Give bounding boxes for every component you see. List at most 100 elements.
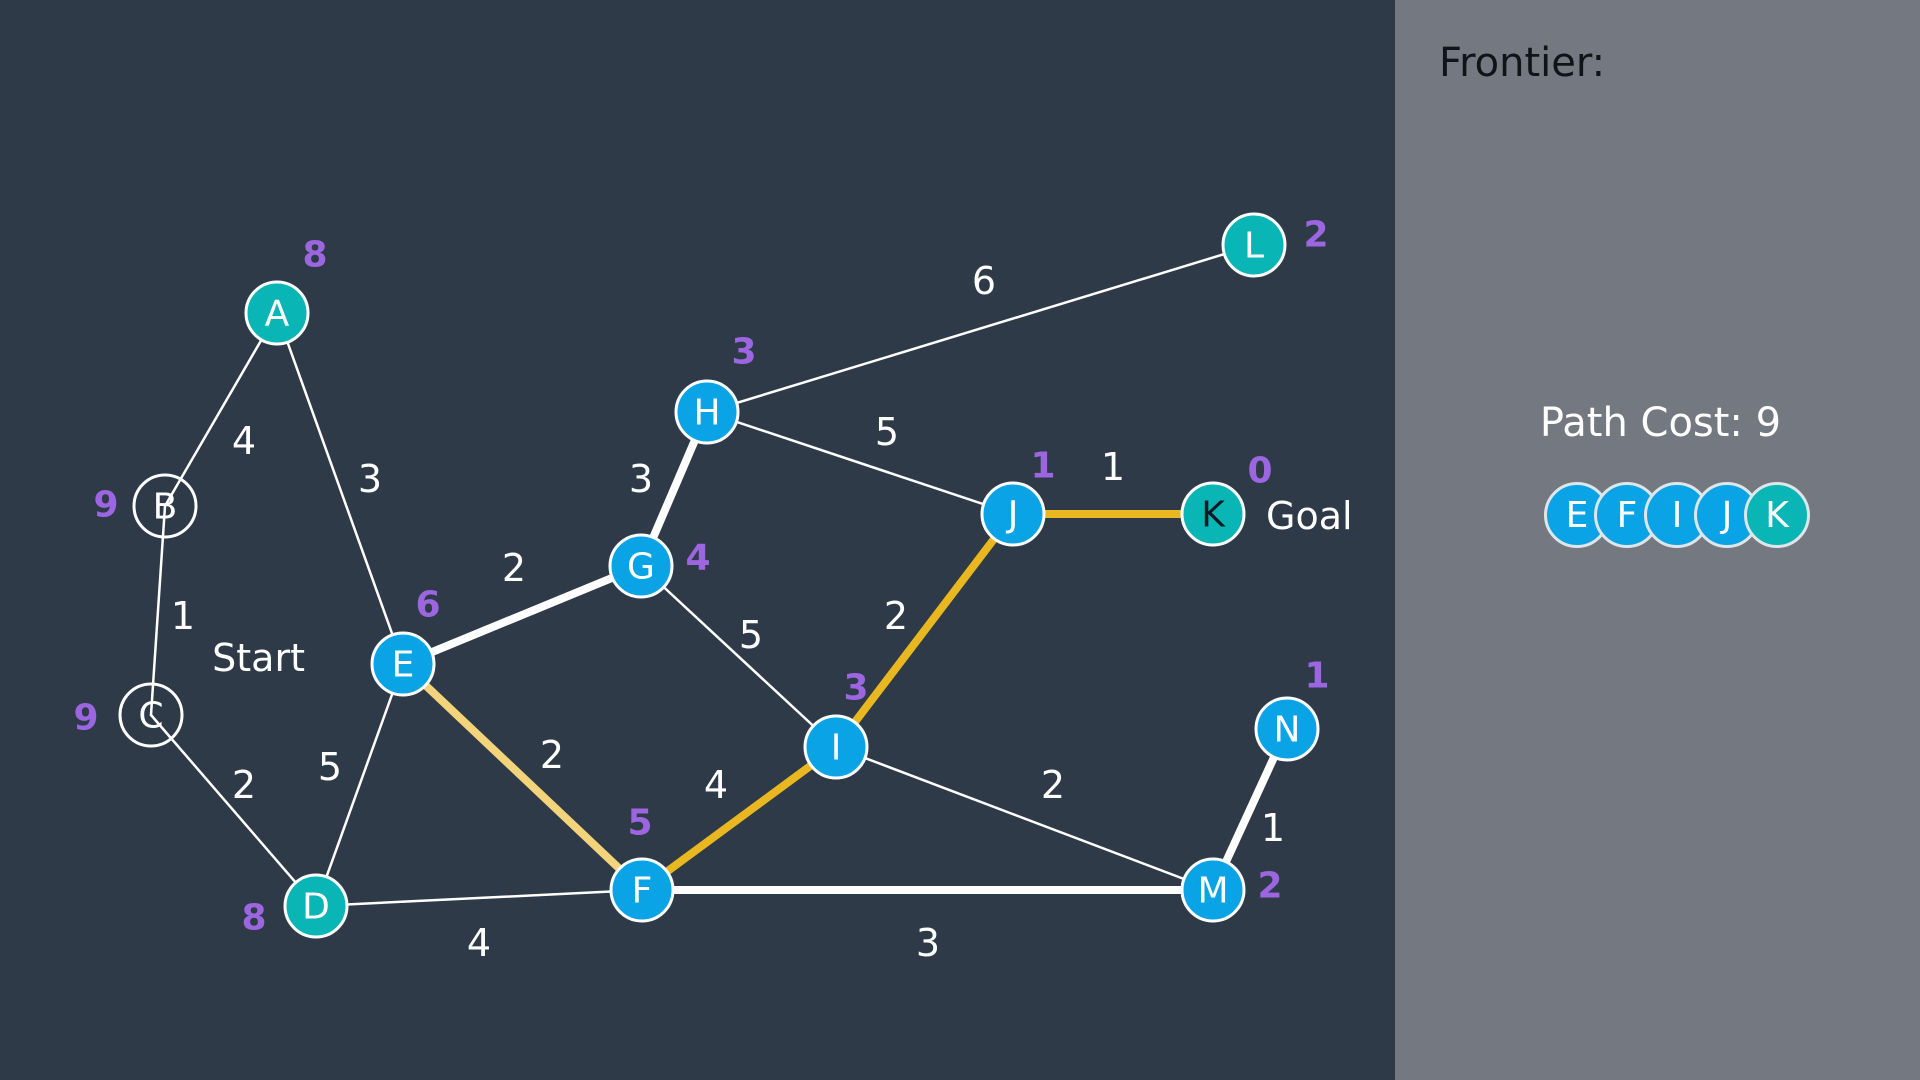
edge-weight-g-i: 5 bbox=[739, 613, 763, 657]
edge-weight-f-i: 4 bbox=[704, 763, 728, 807]
node-label-c: C bbox=[138, 696, 163, 737]
edge-d-f bbox=[314, 888, 644, 908]
node-j: J bbox=[980, 481, 1046, 547]
node-circle-g bbox=[608, 533, 674, 599]
edge-b-c bbox=[149, 504, 167, 717]
nodes-layer: A B C D E F G H I J K L M N bbox=[118, 212, 1320, 939]
path-cost-label: Path Cost: 9 bbox=[1539, 400, 1782, 446]
path-node-k: K bbox=[1744, 482, 1810, 548]
node-label-e: E bbox=[392, 645, 415, 686]
node-i: I bbox=[803, 714, 869, 780]
edge-i-m bbox=[834, 745, 1215, 892]
edge-d-e bbox=[314, 662, 405, 908]
edge-weight-a-e: 3 bbox=[358, 457, 382, 501]
node-circle-i bbox=[803, 714, 869, 780]
node-circle-e bbox=[370, 631, 436, 697]
heuristic-e: 6 bbox=[415, 585, 440, 626]
node-label-l: L bbox=[1244, 226, 1264, 267]
heuristic-i: 3 bbox=[843, 668, 868, 709]
edge-weight-g-h: 3 bbox=[629, 457, 653, 501]
node-circle-a bbox=[244, 280, 310, 346]
edge-a-b bbox=[163, 311, 279, 508]
heuristic-b: 9 bbox=[93, 485, 118, 526]
node-label-m: M bbox=[1197, 871, 1228, 912]
edge-weight-j-k: 1 bbox=[1101, 445, 1125, 489]
node-circle-b bbox=[132, 473, 198, 539]
heuristic-a: 8 bbox=[302, 235, 327, 276]
edge-i-j bbox=[832, 510, 1017, 751]
node-circle-f bbox=[609, 857, 675, 923]
node-label-n: N bbox=[1274, 710, 1301, 751]
node-label-a: A bbox=[265, 294, 290, 335]
edge-weight-h-l: 6 bbox=[972, 259, 996, 303]
node-label-k: K bbox=[1201, 495, 1226, 536]
heuristic-h: 3 bbox=[731, 332, 756, 373]
edges-layer bbox=[149, 243, 1291, 908]
node-circle-n bbox=[1254, 696, 1320, 762]
node-circle-h bbox=[674, 379, 740, 445]
edge-a-e bbox=[275, 311, 405, 666]
node-label-f: F bbox=[632, 871, 653, 912]
heuristic-n: 1 bbox=[1304, 656, 1329, 697]
node-label-b: B bbox=[153, 487, 178, 528]
edge-c-d bbox=[149, 713, 318, 908]
edge-e-f bbox=[399, 660, 646, 894]
edge-weight-a-b: 4 bbox=[232, 419, 256, 463]
node-circle-k bbox=[1180, 481, 1246, 547]
heuristic-f: 5 bbox=[627, 803, 652, 844]
node-label-j: J bbox=[1006, 495, 1019, 536]
node-c: C bbox=[118, 682, 184, 748]
path-node-e: E bbox=[1544, 482, 1610, 548]
edge-weight-e-f: 2 bbox=[540, 733, 564, 777]
edge-weight-i-j: 2 bbox=[884, 594, 908, 638]
node-circle-m bbox=[1180, 857, 1246, 923]
edge-weight-i-m: 2 bbox=[1041, 763, 1065, 807]
edge-weight-h-j: 5 bbox=[875, 410, 899, 454]
node-e: E bbox=[370, 631, 436, 697]
node-label-i: I bbox=[831, 728, 842, 769]
edge-weight-d-f: 4 bbox=[467, 921, 491, 965]
heuristic-k: 0 bbox=[1247, 451, 1272, 492]
node-b: B bbox=[132, 473, 198, 539]
start-label: Start bbox=[212, 636, 305, 680]
edge-weight-c-d: 2 bbox=[232, 763, 256, 807]
edge-weight-f-m: 3 bbox=[916, 921, 940, 965]
edge-f-i bbox=[638, 743, 840, 894]
edge-g-i bbox=[639, 564, 838, 749]
frontier-title: Frontier: bbox=[1439, 40, 1606, 86]
node-d: D bbox=[283, 873, 349, 939]
path-node-j: J bbox=[1694, 482, 1760, 548]
goal-label: Goal bbox=[1266, 494, 1353, 538]
node-g: G bbox=[608, 533, 674, 599]
node-circle-c bbox=[118, 682, 184, 748]
node-f: F bbox=[609, 857, 675, 923]
edge-weight-m-n: 1 bbox=[1261, 806, 1285, 850]
node-h: H bbox=[674, 379, 740, 445]
node-label-g: G bbox=[627, 547, 655, 588]
node-a: A bbox=[244, 280, 310, 346]
heuristic-g: 4 bbox=[685, 538, 710, 579]
node-n: N bbox=[1254, 696, 1320, 762]
heuristic-c: 9 bbox=[73, 698, 98, 739]
node-circle-j bbox=[980, 481, 1046, 547]
heuristic-m: 2 bbox=[1257, 866, 1282, 907]
node-label-h: H bbox=[693, 393, 720, 434]
edge-weight-b-c: 1 bbox=[171, 594, 195, 638]
heuristic-j: 1 bbox=[1030, 446, 1055, 487]
edge-h-l bbox=[705, 243, 1256, 414]
edge-weight-e-g: 2 bbox=[502, 546, 526, 590]
heuristic-d: 8 bbox=[241, 898, 266, 939]
node-m: M bbox=[1180, 857, 1246, 923]
node-circle-l bbox=[1221, 212, 1287, 278]
edge-h-j bbox=[705, 410, 1015, 516]
node-l: L bbox=[1221, 212, 1287, 278]
node-circle-d bbox=[283, 873, 349, 939]
heuristic-l: 2 bbox=[1303, 215, 1328, 256]
node-label-d: D bbox=[302, 887, 330, 928]
